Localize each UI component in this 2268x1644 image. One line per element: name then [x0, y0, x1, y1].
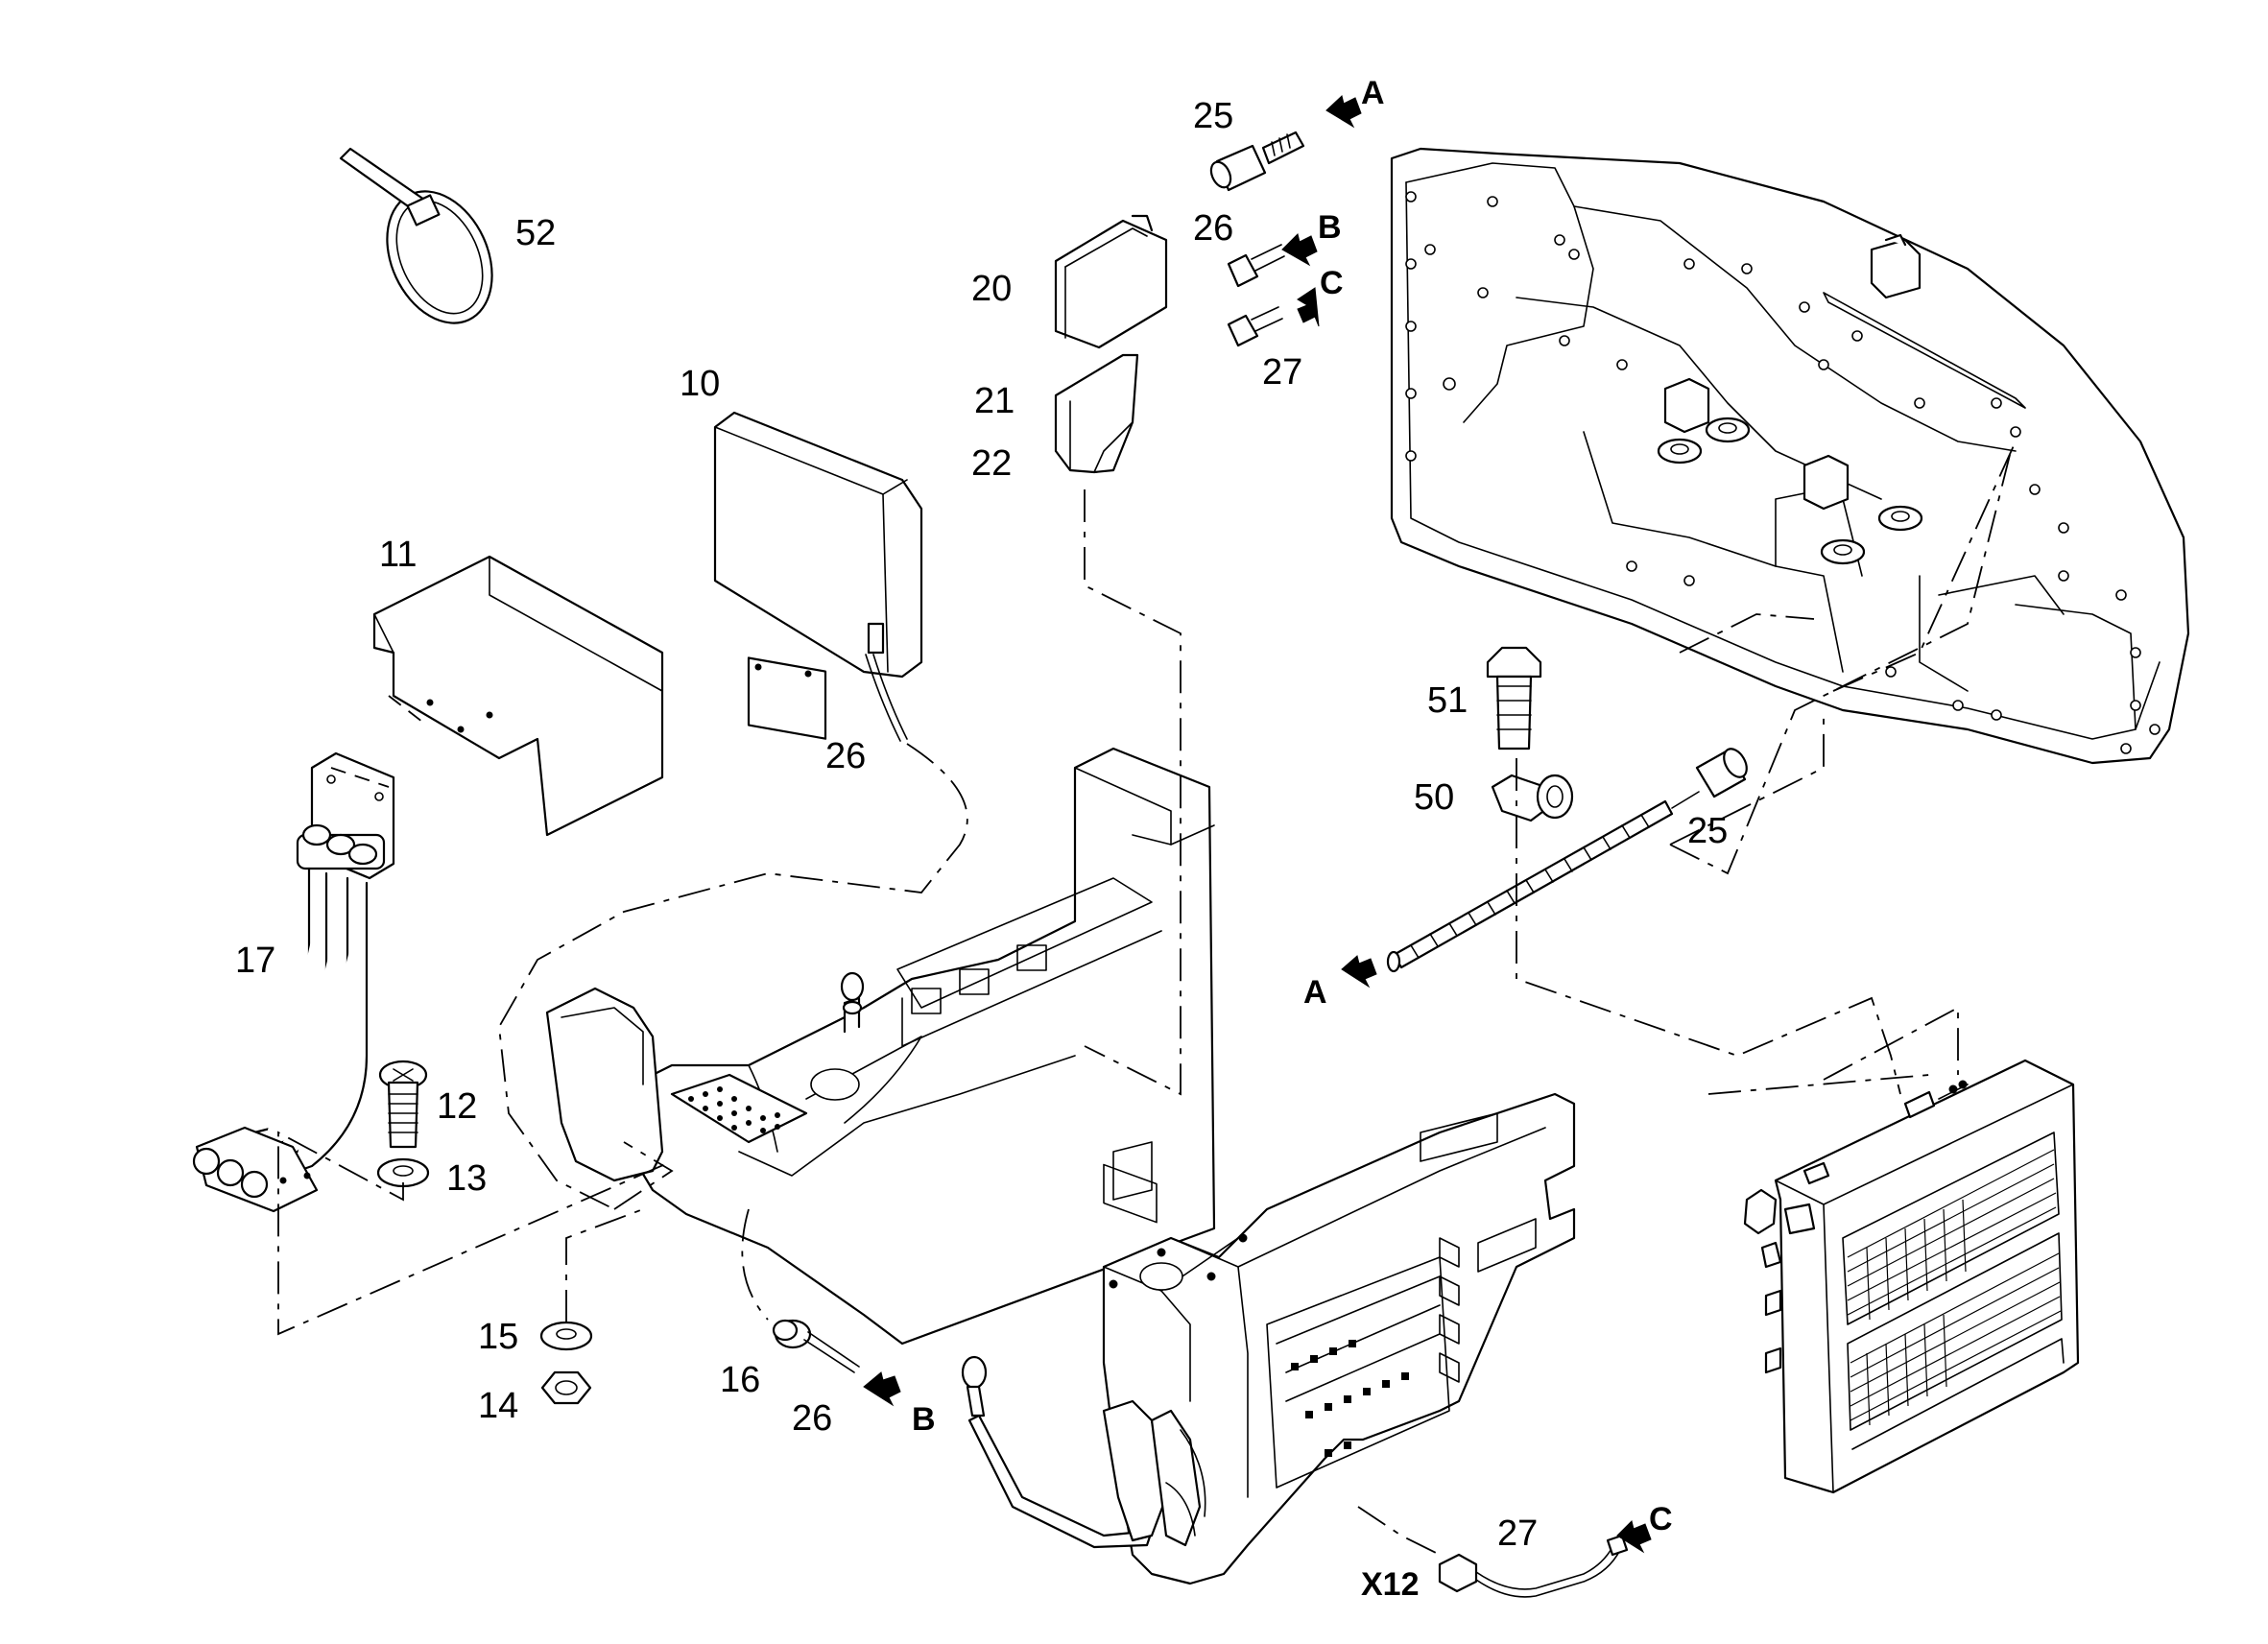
callout-50: 50 — [1414, 777, 1454, 818]
arrow-c-bottom — [1616, 1520, 1652, 1554]
callout-26-top: 26 — [1193, 208, 1233, 249]
callout-27-bottom: 27 — [1497, 1513, 1538, 1554]
arrow-c-top — [1297, 287, 1320, 327]
callout-25-right: 25 — [1687, 811, 1728, 851]
connection-ref-b-top: B — [1318, 209, 1342, 246]
filled-arrow-icon — [1341, 955, 1377, 989]
arrow-a-left — [1341, 955, 1377, 989]
callout-11: 11 — [379, 535, 417, 575]
callout-20: 20 — [971, 269, 1012, 309]
callout-14: 14 — [478, 1386, 518, 1426]
instrument-panel-housing-part — [1390, 147, 2190, 765]
cover-part-11 — [372, 555, 664, 837]
connection-ref-c-bottom: C — [1649, 1501, 1673, 1537]
cable-x12-part — [1438, 1534, 1629, 1598]
callout-26-mid: 26 — [825, 736, 866, 776]
callout-22: 22 — [971, 443, 1012, 484]
callout-15: 15 — [478, 1317, 518, 1357]
cover-cap-part — [1054, 214, 1168, 349]
control-module-part — [1743, 1059, 2080, 1494]
connector-part-26-top — [1227, 244, 1285, 288]
washer-part-13 — [376, 1157, 430, 1188]
arrow-b-top — [1281, 233, 1318, 267]
callout-17: 17 — [235, 941, 275, 981]
clip-part-50 — [1491, 774, 1574, 822]
connection-ref-c-top: C — [1320, 265, 1344, 301]
screw-part-12 — [378, 1060, 428, 1149]
assembly-lines — [277, 441, 2017, 1556]
callout-21: 21 — [974, 381, 1015, 421]
callout-16: 16 — [720, 1360, 760, 1400]
callout-25-top: 25 — [1193, 96, 1233, 136]
callout-12: 12 — [437, 1086, 477, 1127]
connector-part-25-top — [1209, 131, 1305, 192]
arrow-a-top — [1325, 95, 1362, 129]
filled-arrow-icon — [1616, 1520, 1652, 1554]
filled-arrow-icon — [1281, 233, 1318, 267]
connection-ref-b-bottom: B — [912, 1401, 936, 1438]
filled-arrow-icon — [1325, 95, 1362, 129]
armrest-control-box-part — [961, 1092, 1576, 1585]
bolt-part-51 — [1486, 646, 1542, 751]
filled-arrow-icon — [1297, 287, 1320, 327]
callout-51: 51 — [1427, 680, 1468, 721]
cable-harness-part-17 — [192, 751, 395, 1213]
display-unit-part — [713, 411, 923, 742]
connection-ref-a-top: A — [1361, 75, 1385, 111]
callout-52: 52 — [515, 213, 556, 253]
connection-ref-a-left: A — [1303, 974, 1327, 1011]
operator-console-part — [545, 747, 1216, 1346]
callout-13: 13 — [446, 1158, 487, 1199]
cable-part-25-right — [1386, 748, 1748, 973]
arrow-b-bottom — [863, 1371, 901, 1407]
callout-26-bottom: 26 — [792, 1398, 832, 1439]
filled-arrow-icon — [863, 1371, 901, 1407]
callout-27-top: 27 — [1262, 352, 1302, 393]
grommet-part-16 — [772, 1319, 860, 1373]
callout-x12: X12 — [1361, 1566, 1420, 1603]
washer-part-15 — [539, 1321, 593, 1351]
connector-part-27-top — [1227, 306, 1283, 347]
cable-tie-part — [339, 147, 493, 324]
nut-part-14 — [540, 1370, 592, 1405]
cover-plate-part — [1054, 353, 1139, 474]
callout-10: 10 — [680, 364, 720, 404]
